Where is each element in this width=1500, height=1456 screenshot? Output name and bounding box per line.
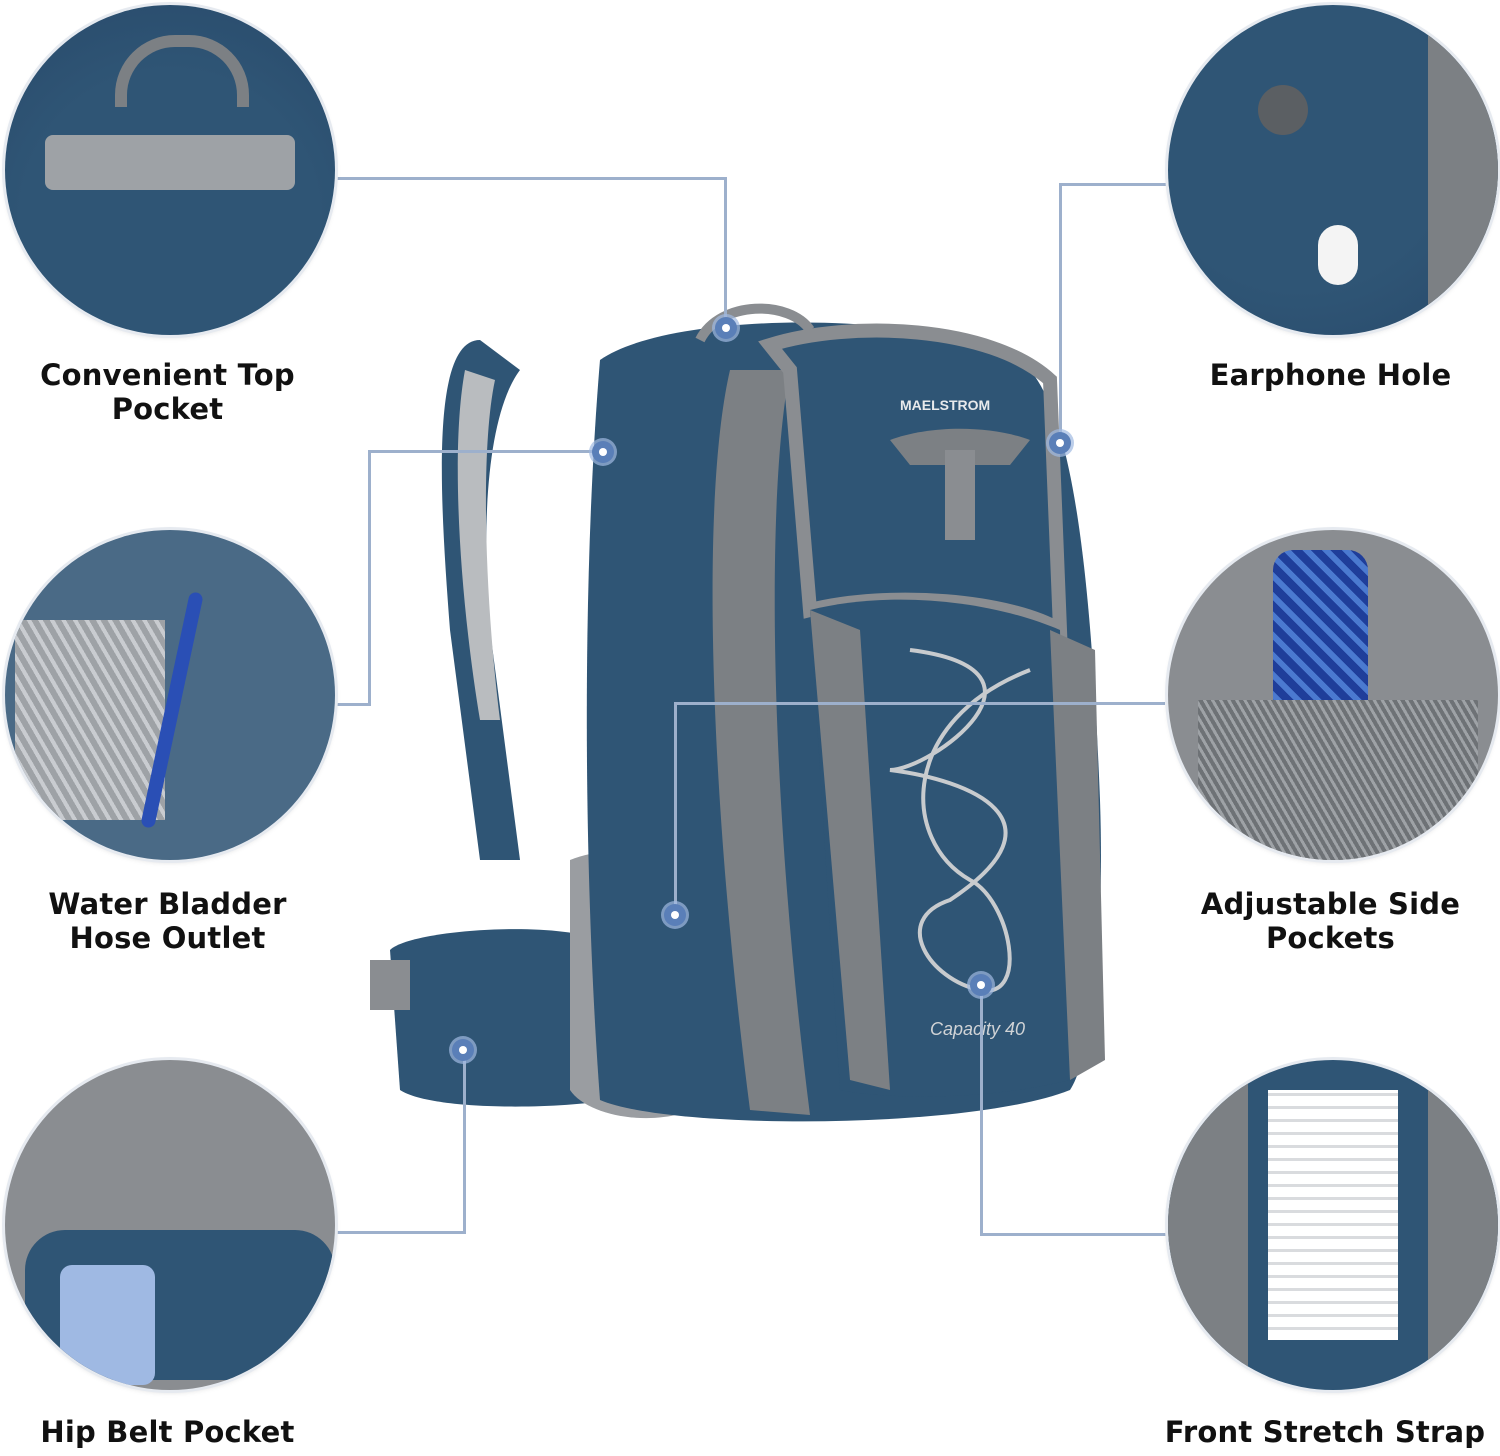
- connector-front-h: [980, 1233, 1170, 1236]
- label-line: Hip Belt Pocket: [40, 1415, 295, 1449]
- capacity-text: Capacity 40: [930, 1019, 1025, 1039]
- connector-top-pocket: [336, 177, 727, 180]
- hotspot-front-strap[interactable]: [970, 974, 992, 996]
- label-line: Convenient Top: [40, 358, 295, 392]
- label-line: Front Stretch Strap: [1164, 1415, 1486, 1449]
- connector-hip: [463, 1050, 466, 1233]
- label-line: Water Bladder: [48, 887, 287, 921]
- label-side-pockets: Adjustable Side Pockets: [1163, 887, 1498, 955]
- connector-bladder-v: [368, 450, 371, 705]
- label-line: Adjustable Side: [1200, 887, 1461, 921]
- hotspot-bladder[interactable]: [592, 441, 614, 463]
- label-line: Pockets: [1265, 921, 1396, 955]
- backpack-illustration: MAELSTROM Capacity 40: [370, 303, 1105, 1122]
- label-earphone: Earphone Hole: [1163, 358, 1498, 392]
- detail-front-strap-image: [1168, 1060, 1498, 1390]
- label-line: Pocket: [111, 392, 224, 426]
- detail-side-pocket-image: [1168, 530, 1498, 860]
- connector-side-v: [674, 702, 677, 915]
- detail-top-pocket-image: [5, 5, 335, 335]
- connector-earphone: [1060, 183, 1170, 186]
- connector-bladder-h2: [335, 703, 371, 706]
- detail-earphone-image: [1168, 5, 1498, 335]
- hotspot-hip-belt[interactable]: [452, 1039, 474, 1061]
- label-hip-belt: Hip Belt Pocket: [0, 1415, 335, 1449]
- brand-logo: MAELSTROM: [900, 397, 990, 413]
- connector-hip-h: [330, 1231, 466, 1234]
- detail-hip-belt-image: [5, 1060, 335, 1390]
- label-bladder: Water Bladder Hose Outlet: [0, 887, 335, 955]
- label-line: Hose Outlet: [69, 921, 266, 955]
- hotspot-earphone[interactable]: [1049, 432, 1071, 454]
- hotspot-side-pocket[interactable]: [664, 904, 686, 926]
- connector-earphone-v: [1059, 183, 1062, 443]
- hotspot-top-pocket[interactable]: [715, 317, 737, 339]
- connector-side: [675, 702, 1165, 705]
- connector-top-pocket-v: [724, 177, 727, 327]
- connector-front: [980, 985, 983, 1235]
- detail-bladder-image: [5, 530, 335, 860]
- connector-bladder: [370, 450, 603, 453]
- label-front-strap: Front Stretch Strap: [1150, 1415, 1500, 1449]
- label-top-pocket: Convenient Top Pocket: [0, 358, 335, 426]
- label-line: Earphone Hole: [1209, 358, 1452, 392]
